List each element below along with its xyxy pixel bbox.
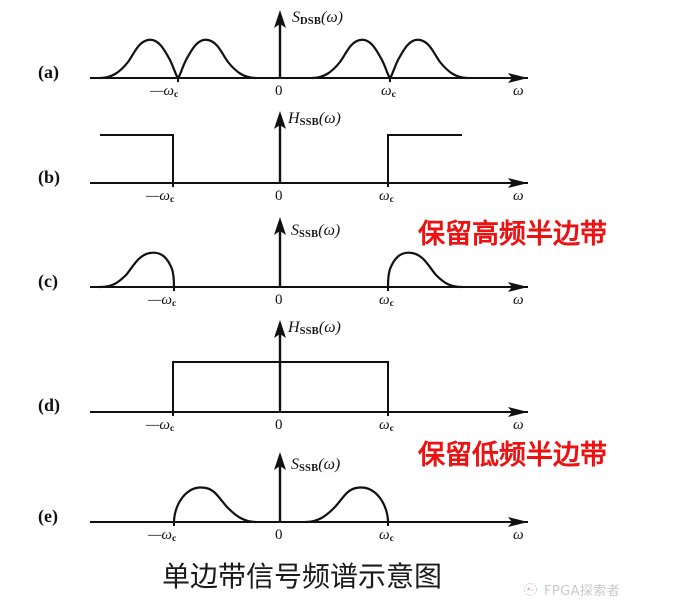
panel-e-ylabel: SSSB(ω) xyxy=(291,457,340,475)
panel-d-tick-neg-wc: —ωc xyxy=(146,417,175,434)
panel-d: (d) HSSB(ω) —ωc 0 ωc ω xyxy=(0,315,673,434)
panel-a-ylabel: SDSB(ω) xyxy=(292,10,343,28)
panel-d-func-sub: SSB xyxy=(299,326,319,337)
panel-d-ylabel: HSSB(ω) xyxy=(288,320,341,338)
panel-c-tick-pos-wc: ωc xyxy=(379,292,394,309)
panel-e-xlabel-omega: ω xyxy=(513,527,524,543)
circle-logo-icon xyxy=(523,582,538,597)
panel-e: (e) SSSB(ω) 保留低频半边带 —ωc 0 ωc ω xyxy=(0,430,673,545)
panel-b: (b) HSSB(ω) —ωc 0 ωc ω xyxy=(0,105,673,205)
panel-c-func-arg: (ω) xyxy=(318,222,341,239)
panel-d-func-main: H xyxy=(288,319,300,336)
panel-e-func-arg: (ω) xyxy=(318,456,341,473)
panel-e-func-main: S xyxy=(291,456,299,473)
panel-a-tick-pos-wc: ωc xyxy=(381,83,396,100)
panel-a-func-arg: (ω) xyxy=(321,9,343,26)
panel-e-tick-pos-wc: ωc xyxy=(379,527,394,544)
panel-d-func-arg: (ω) xyxy=(318,319,341,336)
panel-a-func-main: S xyxy=(292,9,300,26)
panel-d-tick-pos-wc: ωc xyxy=(379,417,394,434)
panel-c: (c) SSSB(ω) 保留高频半边带 —ωc 0 ωc ω xyxy=(0,205,673,315)
panel-b-tick-neg-wc: —ωc xyxy=(146,188,175,205)
panel-c-tick-zero: 0 xyxy=(275,292,283,308)
panel-a-tick-neg-wc: —ωc xyxy=(150,83,179,100)
panel-c-func-main: S xyxy=(291,222,299,239)
panel-b-tick-pos-wc: ωc xyxy=(379,188,394,205)
panel-c-tick-neg-wc: —ωc xyxy=(148,292,177,309)
figure-caption: 单边带信号频谱示意图 xyxy=(162,560,443,593)
panel-a: (a) SDSB(ω) —ωc 0 ωc ω xyxy=(0,0,673,105)
panel-d-tick-zero: 0 xyxy=(275,417,283,433)
panel-b-letter: (b) xyxy=(38,167,60,187)
panel-e-tick-zero: 0 xyxy=(275,527,283,543)
panel-e-plot xyxy=(90,452,528,527)
panel-b-plot xyxy=(90,111,528,188)
panel-d-letter: (d) xyxy=(38,395,60,415)
panel-c-ylabel: SSSB(ω) xyxy=(291,223,340,241)
panel-a-func-sub: DSB xyxy=(300,16,322,27)
panel-c-plot xyxy=(90,217,528,292)
panel-b-func-main: H xyxy=(288,110,300,127)
panel-b-func-arg: (ω) xyxy=(318,110,341,127)
panel-b-func-sub: SSB xyxy=(299,117,319,128)
watermark-text: FPGA探索者 xyxy=(544,584,621,599)
panel-d-plot xyxy=(90,320,528,417)
panel-a-plot xyxy=(90,10,528,83)
annotation-retain-low-band: 保留低频半边带 xyxy=(418,440,607,471)
panel-b-ylabel: HSSB(ω) xyxy=(288,111,341,129)
panel-e-letter: (e) xyxy=(38,506,58,526)
panel-e-func-sub: SSB xyxy=(299,463,319,474)
watermark: FPGA探索者 xyxy=(522,580,620,599)
panel-e-tick-neg-wc: —ωc xyxy=(148,527,177,544)
panel-c-func-sub: SSB xyxy=(299,229,319,240)
panel-b-tick-zero: 0 xyxy=(275,188,283,204)
panel-a-letter: (a) xyxy=(38,62,59,82)
panel-c-xlabel-omega: ω xyxy=(513,292,524,308)
annotation-retain-high-band: 保留高频半边带 xyxy=(418,219,607,250)
panel-a-tick-zero: 0 xyxy=(275,83,283,99)
panel-d-xlabel-omega: ω xyxy=(513,417,524,433)
panel-b-xlabel-omega: ω xyxy=(513,188,524,204)
panel-a-xlabel-omega: ω xyxy=(513,83,524,99)
panel-c-letter: (c) xyxy=(38,271,58,291)
